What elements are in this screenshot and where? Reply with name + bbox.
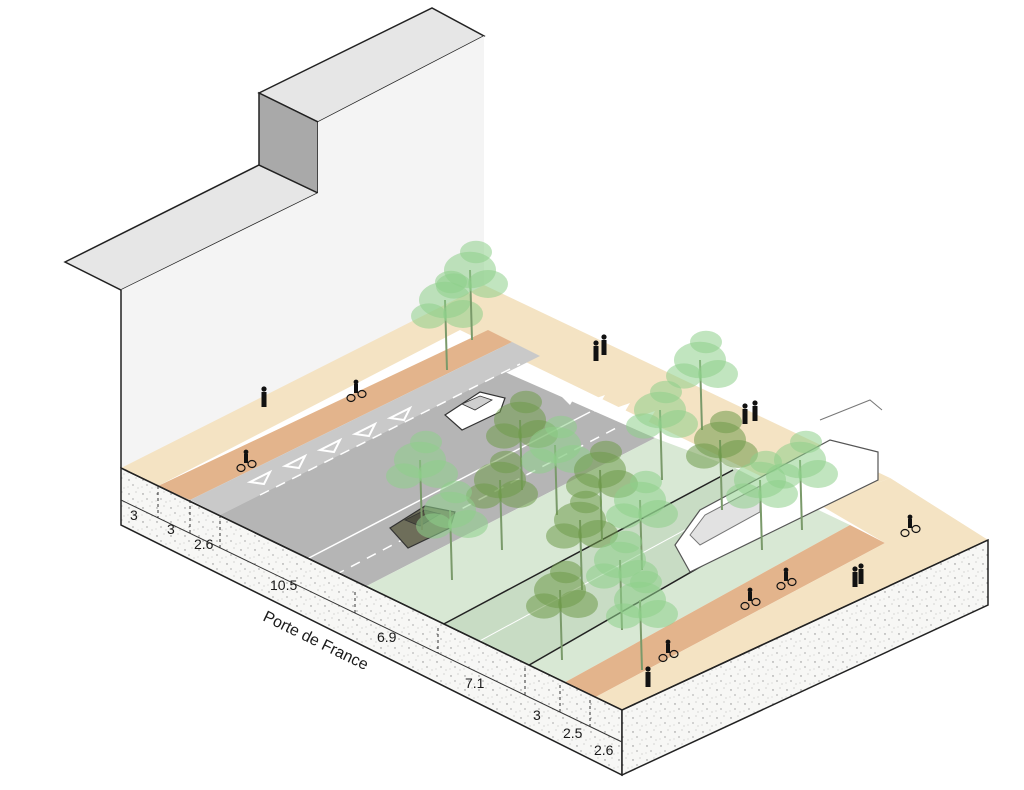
- pedestrian-icon: [645, 666, 651, 687]
- pedestrian-icon: [858, 563, 864, 584]
- pedestrian-icon: [752, 400, 758, 421]
- dimension-baseline: [120, 499, 623, 743]
- tree-icon: [386, 430, 458, 531]
- tree-icon: [666, 330, 738, 431]
- tree-icon: [526, 560, 598, 661]
- car-white: [444, 391, 506, 431]
- tree-icon: [416, 480, 488, 581]
- pedestrian-icon: [852, 566, 858, 587]
- pedestrian-icon: [593, 340, 599, 361]
- dimension-label: 2.5: [563, 725, 583, 741]
- cyclist-icon: [236, 449, 257, 473]
- dimension-label: 10.5: [270, 577, 297, 593]
- building-facade: [121, 36, 484, 468]
- dimension-label: 6.9: [377, 629, 397, 645]
- tree-icon: [546, 490, 618, 591]
- planting-strip-south: [525, 505, 850, 685]
- tree-icon: [686, 410, 758, 511]
- cyclist-icon: [900, 514, 921, 538]
- pedestrian-icon: [261, 386, 267, 407]
- tree-icon: [466, 450, 538, 551]
- dimension-label: 7.1: [465, 675, 485, 691]
- trees: [386, 240, 838, 671]
- cyclist-icon: [776, 567, 797, 591]
- pedestrian-icon: [601, 334, 607, 355]
- dimension-label: 3: [533, 707, 541, 723]
- tree-icon: [606, 570, 678, 671]
- people: [236, 334, 921, 687]
- dimension-label: 3: [130, 507, 138, 523]
- cyclist-icon: [740, 587, 761, 611]
- cyclist-icon: [658, 639, 679, 663]
- dimension-label: 2.6: [194, 536, 214, 552]
- sidewalk-south-top: [820, 478, 988, 543]
- tree-icon: [486, 390, 558, 491]
- dimension-ticks: [157, 486, 591, 727]
- tree-icon: [626, 380, 698, 481]
- tree-icon: [606, 470, 678, 571]
- building-block: [63, 7, 486, 468]
- dimension-label: 2.6: [594, 742, 614, 758]
- tree-icon: [566, 440, 638, 541]
- dimension-label: 3: [167, 521, 175, 537]
- section-block: [120, 466, 989, 777]
- pedestrian-icon: [742, 403, 748, 424]
- tree-icon: [436, 240, 508, 341]
- tree-icon: [766, 430, 838, 531]
- cyclist-icon: [346, 379, 367, 403]
